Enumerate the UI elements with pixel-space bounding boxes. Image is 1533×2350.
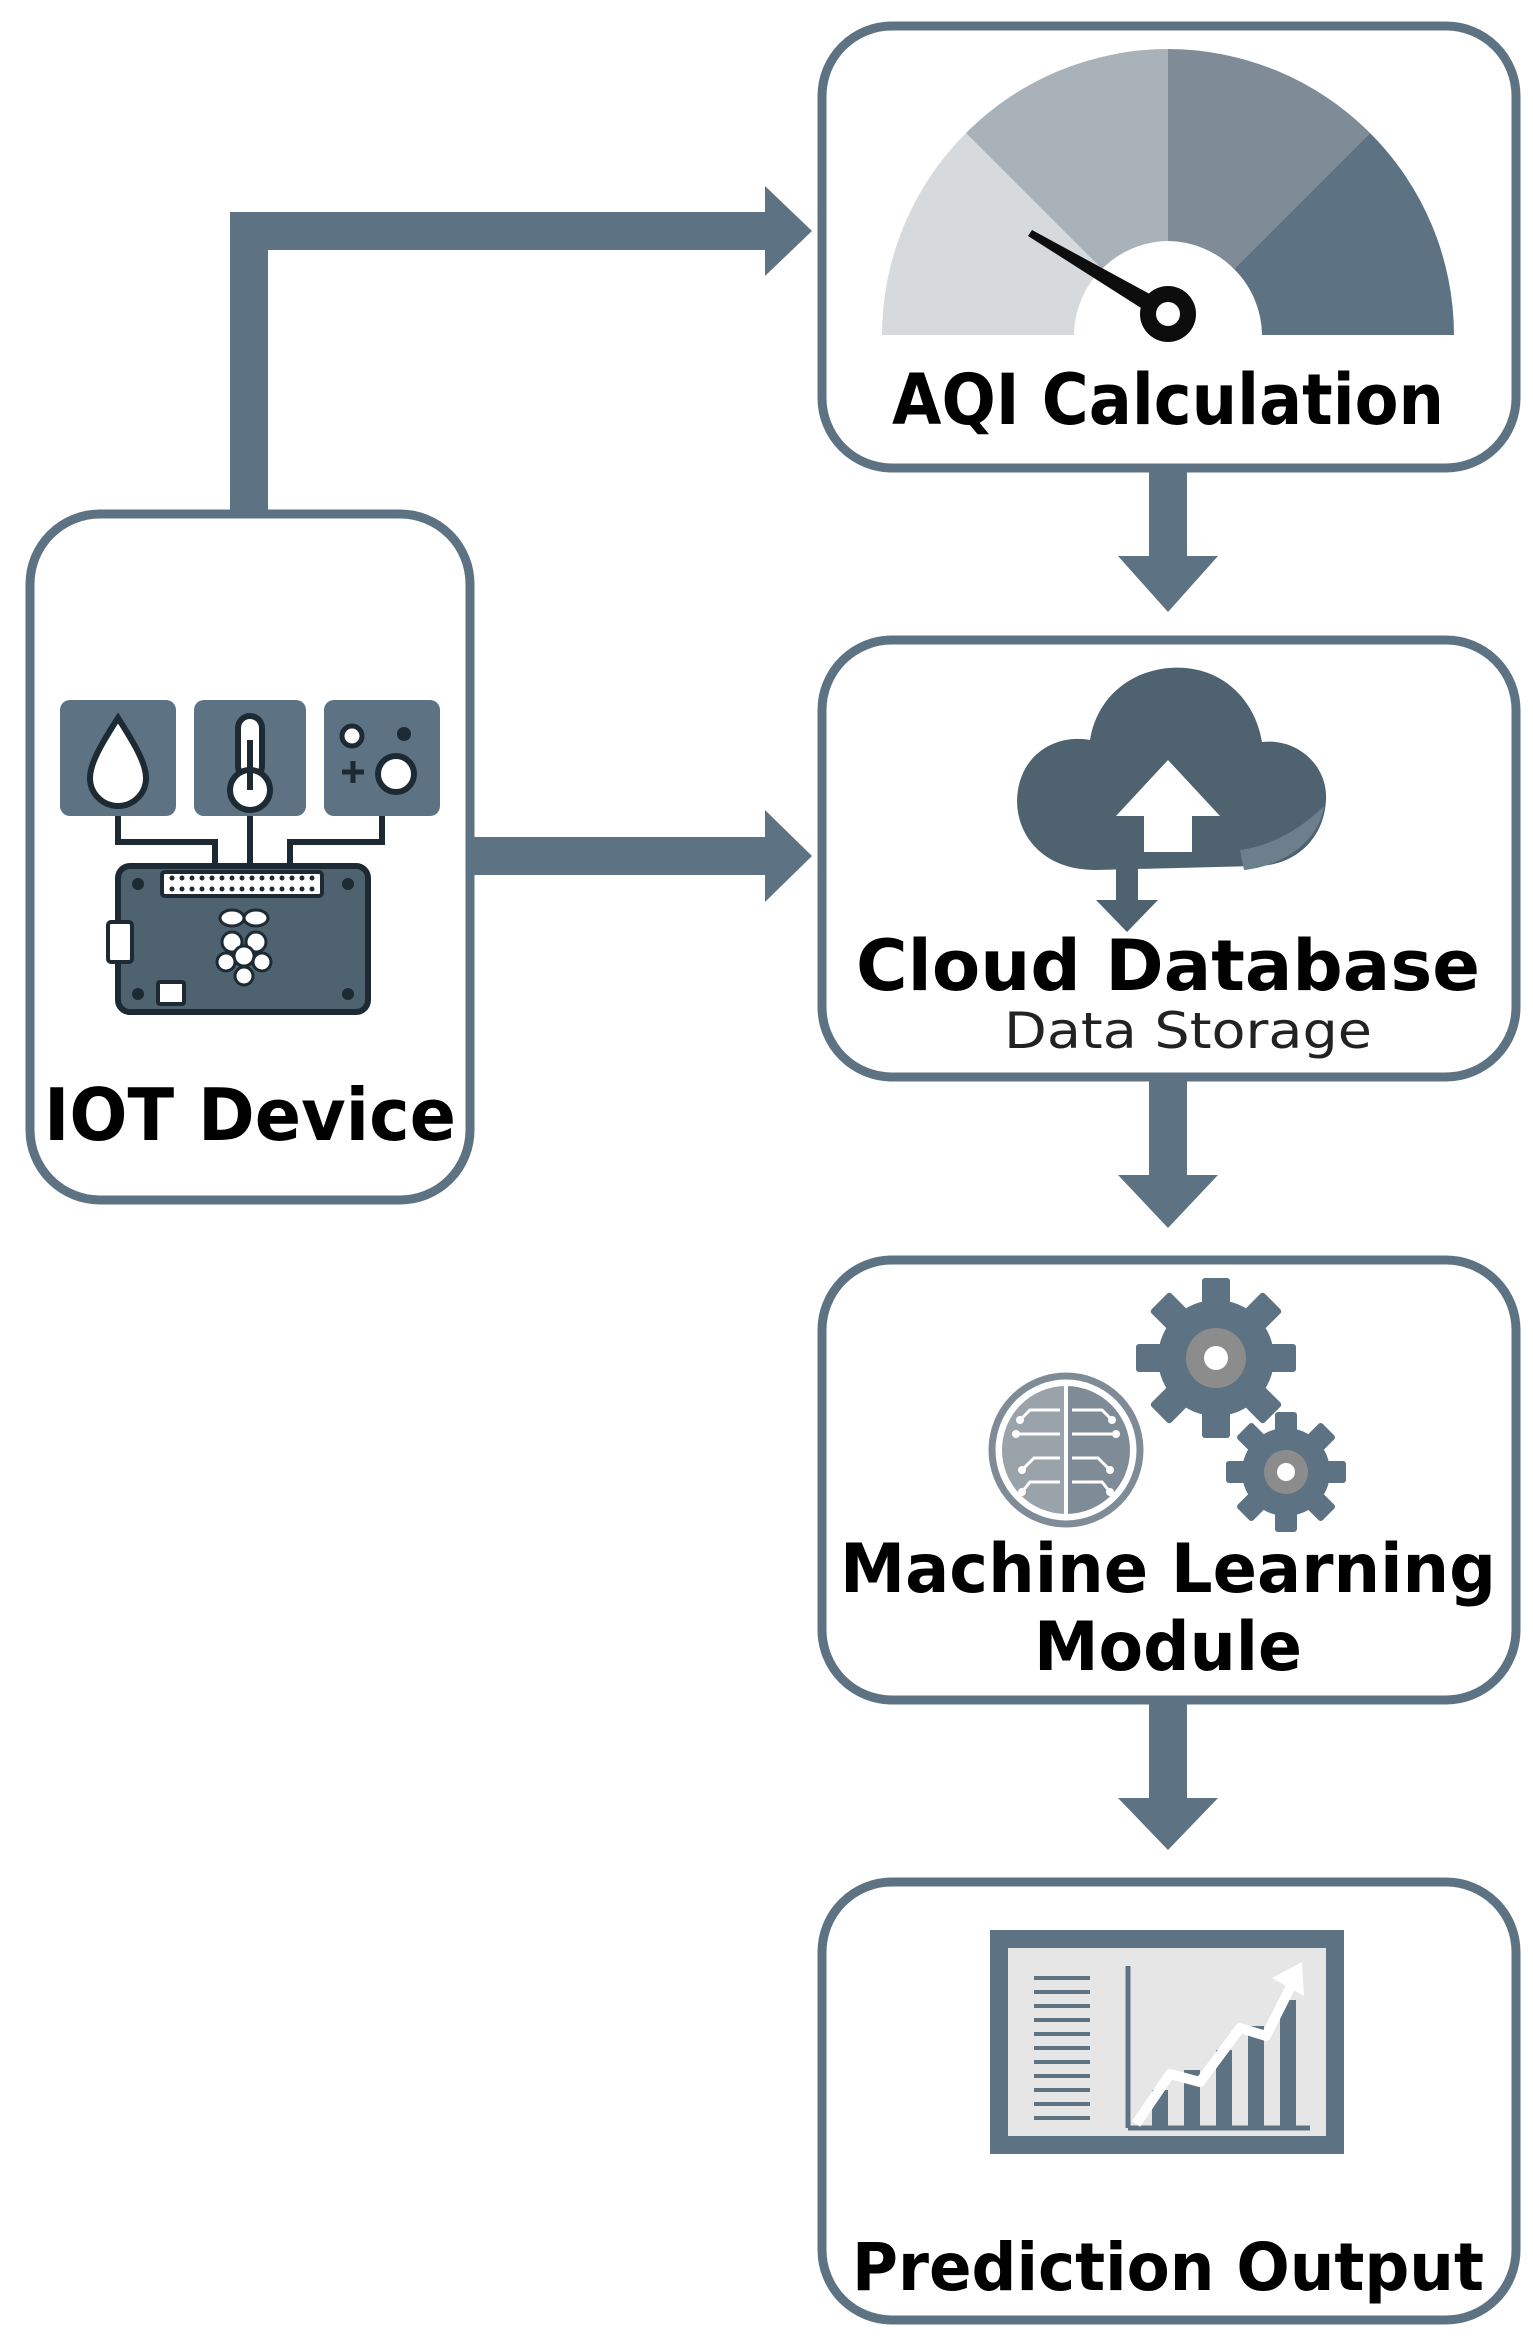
- node-cloud-database: Cloud Database Data Storage: [817, 635, 1521, 1082]
- iot-device-title: IOT Device: [44, 1073, 456, 1157]
- arrow-cloud-to-ml: [1118, 1077, 1218, 1228]
- node-aqi-calculation: AQI Calculation: [817, 21, 1521, 473]
- connectors: [230, 186, 1218, 1850]
- machine-learning-box: [817, 1255, 1521, 1705]
- brain-gears-icon: [988, 1278, 1346, 1532]
- cloud-upload-icon: [1017, 667, 1327, 932]
- node-prediction-output: Prediction Output: [817, 1877, 1521, 2325]
- raspberry-pi-sensors-icon: [60, 700, 440, 1015]
- node-machine-learning: Machine Learning Module: [817, 1255, 1521, 1705]
- prediction-output-title: Prediction Output: [852, 2229, 1484, 2306]
- cloud-database-subtitle: Data Storage: [1004, 1002, 1372, 1060]
- arrow-ml-to-prediction: [1118, 1700, 1218, 1850]
- gauge-icon: [882, 49, 1454, 342]
- machine-learning-title-line2: Module: [1034, 1608, 1302, 1687]
- arrow-iot-to-aqi: [230, 186, 812, 514]
- cloud-database-title: Cloud Database: [856, 925, 1480, 1007]
- node-iot-device: IOT Device: [25, 509, 475, 1205]
- arrow-aqi-to-cloud: [1118, 468, 1218, 612]
- aqi-calculation-title: AQI Calculation: [892, 359, 1444, 441]
- machine-learning-title-line1: Machine Learning: [840, 1530, 1496, 1609]
- growth-chart-icon: [990, 1930, 1344, 2154]
- arrow-iot-to-cloud: [470, 810, 812, 902]
